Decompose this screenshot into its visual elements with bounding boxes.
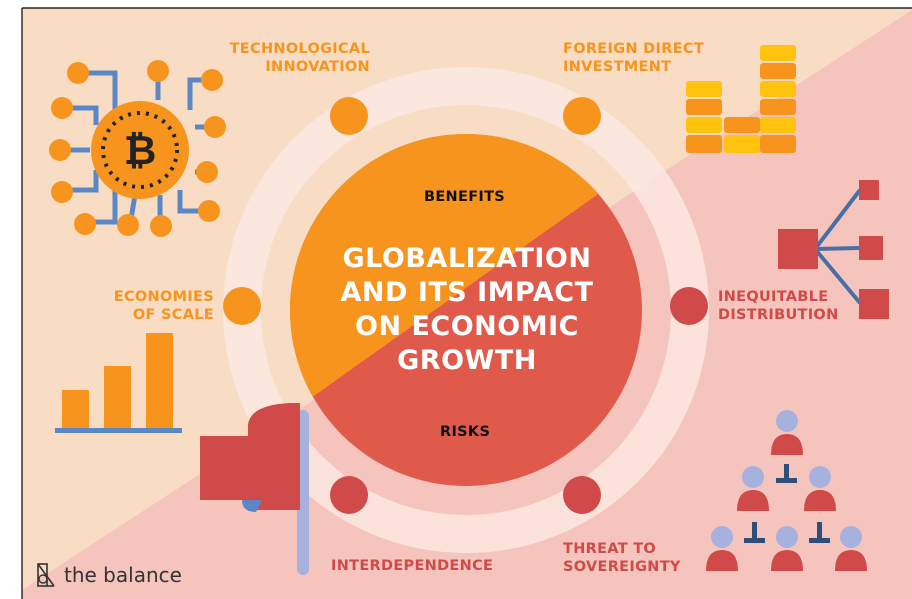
label-line: DISTRIBUTION (718, 307, 839, 323)
label-line: FOREIGN DIRECT (563, 41, 705, 57)
ring-dot-interdependence (330, 476, 368, 514)
center-title: GLOBALIZATION AND ITS IMPACT ON ECONOMIC… (322, 242, 612, 378)
label-technological-innovation: TECHNOLOGICAL INNOVATION (214, 40, 370, 76)
label-line: INEQUITABLE (718, 289, 829, 305)
label-foreign-direct-investment: FOREIGN DIRECT INVESTMENT (563, 40, 704, 76)
label-inequitable-distribution: INEQUITABLE DISTRIBUTION (718, 288, 839, 324)
brand: the balance (36, 562, 182, 588)
ring-dot-fdi (563, 97, 601, 135)
coin-stack-icon (686, 45, 796, 153)
label-line: THREAT TO (563, 541, 657, 557)
label-interdependence: INTERDEPENDENCE (331, 557, 493, 575)
label-line: ECONOMIES (113, 289, 214, 305)
bitcoin-circuit-icon: ₿ (49, 60, 226, 237)
branching-boxes-icon (778, 180, 889, 319)
ring-dot-inequitable (670, 287, 708, 325)
label-line: INNOVATION (265, 59, 370, 75)
bar-chart-icon (55, 333, 182, 433)
label-line: OF SCALE (132, 307, 214, 323)
balance-logo-icon (37, 563, 55, 587)
title-line: GLOBALIZATION (342, 243, 592, 274)
brand-text: the balance (64, 563, 182, 587)
svg-text:₿: ₿ (124, 128, 157, 174)
label-line: TECHNOLOGICAL (229, 41, 370, 57)
label-economies-of-scale: ECONOMIES OF SCALE (96, 288, 214, 324)
label-line: INTERDEPENDENCE (331, 558, 494, 574)
title-line: AND ITS IMPACT (340, 277, 594, 308)
center-circle (290, 134, 642, 486)
title-line: ON ECONOMIC (355, 311, 579, 342)
risks-label: RISKS (440, 424, 491, 440)
label-line: INVESTMENT (563, 59, 672, 75)
hierarchy-people-icon (706, 410, 867, 571)
title-line: GROWTH (397, 345, 537, 376)
ring-dot-economies (223, 287, 261, 325)
label-threat-to-sovereignty: THREAT TO SOVEREIGNTY (563, 540, 681, 576)
ring-dot-technological (330, 97, 368, 135)
flag-icon (200, 403, 309, 575)
benefits-label: BENEFITS (424, 189, 506, 205)
label-line: SOVEREIGNTY (563, 559, 681, 575)
ring-dot-sovereignty (563, 476, 601, 514)
